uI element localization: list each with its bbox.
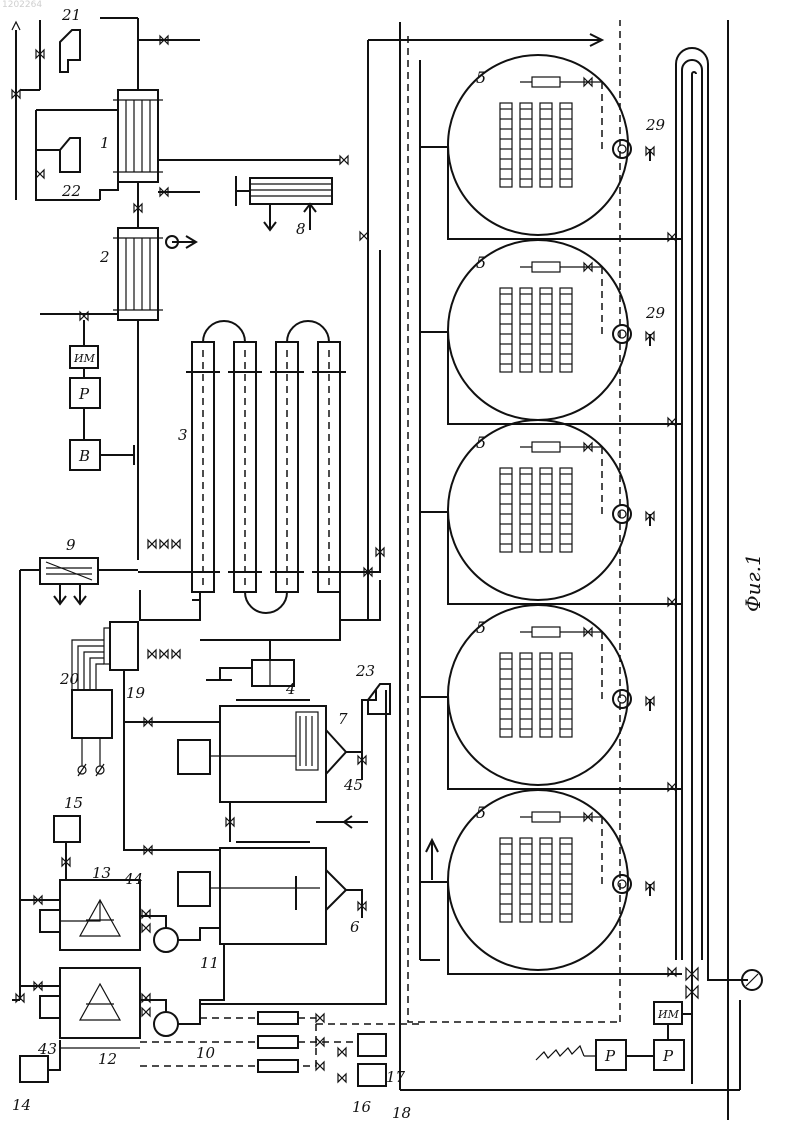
- actuator-im: ИМ: [70, 346, 98, 368]
- label-20: 20: [59, 670, 80, 688]
- reactor-5-4: 5: [420, 605, 682, 791]
- label-7: 7: [338, 710, 348, 728]
- reactor-5-5: 5: [420, 790, 682, 976]
- label-12: 12: [98, 1050, 117, 1068]
- label-1: 1: [100, 134, 110, 152]
- im-label-bottom: ИМ: [657, 1008, 680, 1021]
- actuator-im-bottom: ИМ: [654, 1002, 682, 1024]
- pump-11: [140, 916, 220, 952]
- label-29-b: 29: [645, 304, 666, 322]
- controller-20: [72, 640, 112, 776]
- label-4: 4: [285, 680, 296, 698]
- tank-15: [54, 816, 80, 880]
- label-10: 10: [196, 1044, 216, 1062]
- label-23: 23: [355, 662, 375, 680]
- valve-group-mixers: [16, 896, 150, 1016]
- mixer-13: [40, 880, 140, 950]
- return-manifold: [676, 48, 762, 990]
- label-2: 2: [99, 248, 110, 266]
- label-8: 8: [296, 220, 306, 238]
- label-5: 5: [476, 618, 486, 637]
- regulator-p-left: P: [70, 378, 100, 408]
- label-19: 19: [126, 684, 146, 702]
- label-5: 5: [476, 253, 486, 272]
- column-block-3: [186, 321, 346, 613]
- label-6: 6: [350, 918, 360, 936]
- heat-exchanger-1: [113, 90, 163, 182]
- heat-exchanger-9: [40, 558, 98, 604]
- label-29-a: 29: [645, 116, 666, 134]
- label-5: 5: [476, 68, 486, 87]
- label-21: 21: [61, 6, 81, 24]
- mixer-12: [40, 968, 140, 1048]
- p-label-bottom-left: P: [604, 1047, 616, 1065]
- label-14: 14: [12, 1096, 31, 1114]
- reactor-5-2: 5: [420, 240, 682, 426]
- label-16: 16: [352, 1098, 372, 1116]
- im-label: ИМ: [73, 352, 96, 365]
- distributor-19: [104, 622, 138, 670]
- label-15: 15: [64, 794, 83, 812]
- cooler-8: [236, 176, 332, 230]
- label-11: 11: [200, 954, 219, 972]
- figure-caption: Фиг.1: [741, 553, 765, 612]
- label-43: 43: [37, 1040, 57, 1058]
- regulator-p-bottom-right: P: [654, 1040, 684, 1070]
- label-22: 22: [61, 182, 81, 200]
- reactor-bank: 5 5 5 5 5: [420, 55, 682, 976]
- label-17: 17: [386, 1068, 406, 1086]
- label-13: 13: [92, 864, 111, 882]
- label-3: 3: [178, 426, 188, 444]
- b-label: B: [78, 447, 90, 465]
- controller-21: [60, 30, 80, 72]
- label-5: 5: [476, 433, 486, 452]
- controller-22: [60, 138, 80, 172]
- sensor-b: B: [70, 440, 100, 470]
- pump-4: [206, 640, 294, 686]
- p-label-left: P: [78, 385, 90, 403]
- reactor-5-3: 5: [420, 420, 682, 606]
- p-label-bottom-right: P: [662, 1047, 674, 1065]
- label-45: 45: [343, 776, 363, 794]
- heat-exchanger-2: [113, 228, 178, 320]
- label-44: 44: [123, 870, 143, 888]
- label-5: 5: [476, 803, 486, 822]
- vessel-7: [178, 700, 346, 802]
- label-18: 18: [392, 1104, 411, 1122]
- regulator-p-bottom-left: P: [536, 1040, 626, 1070]
- reactor-5-1: 5: [420, 55, 682, 241]
- label-9: 9: [66, 536, 76, 554]
